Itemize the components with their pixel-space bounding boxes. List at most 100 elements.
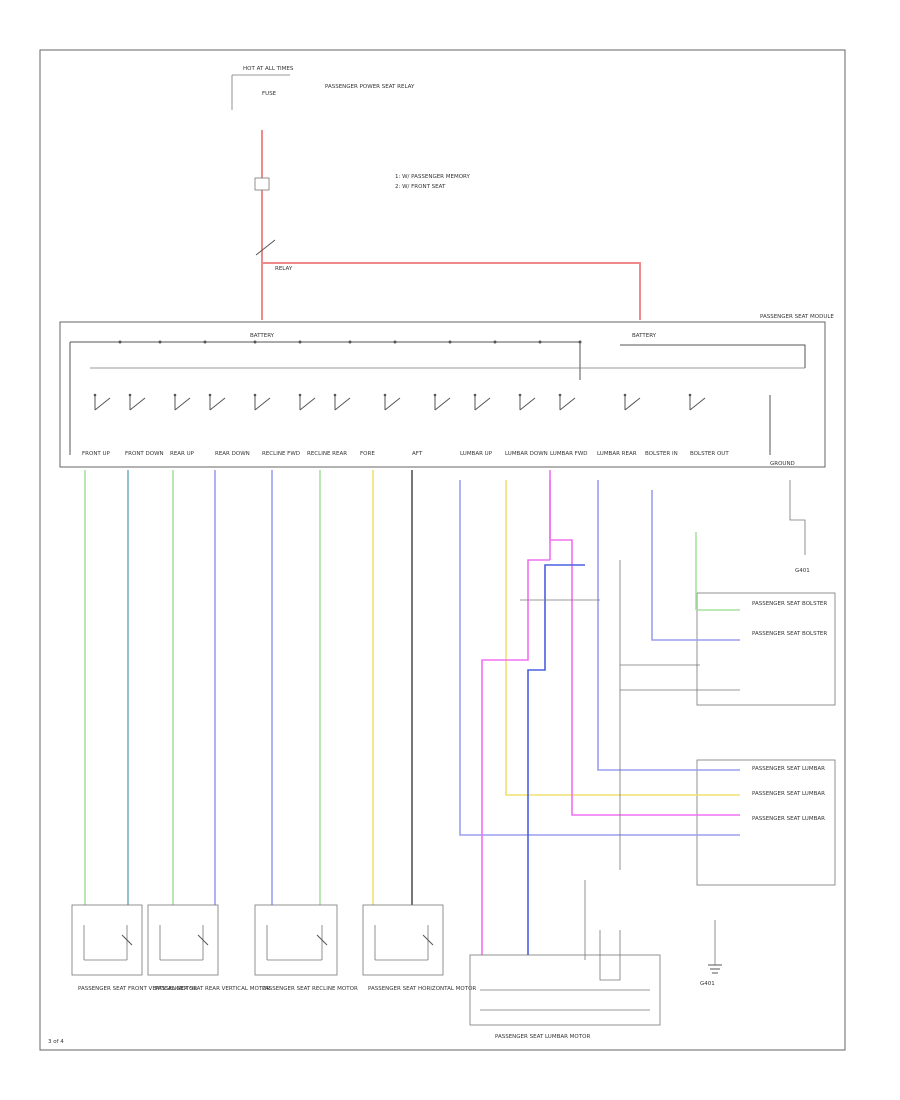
switch-node-6 (298, 393, 302, 397)
switch-contact-8 (384, 395, 401, 411)
switch-node-1 (93, 393, 97, 397)
motor-switch-4 (422, 934, 434, 946)
motor-group: PASSENGER SEAT FRONT VERTICAL MOTORPASSE… (71, 904, 590, 1040)
switch-label-3: REAR UP (170, 451, 195, 457)
lumbar-motor-box (469, 954, 661, 1026)
right-box-label-3: PASSENGER SEAT LUMBAR (752, 766, 825, 772)
switch-node-13 (623, 393, 627, 397)
switch-contact-9 (434, 395, 451, 411)
switch-label-6: RECLINE REAR (307, 451, 347, 457)
switch-label-group: FRONT UP FRONT DOWN REAR UP REAR DOWN RECLIN… (82, 451, 729, 457)
wire-lumbar-motor-darkblue (527, 564, 585, 955)
wire-lumbar-motor-pink (481, 559, 550, 955)
black-wires-right (619, 560, 740, 870)
wire-lumbar-up-violet (459, 480, 740, 836)
motor-label-2: PASSENGER SEAT REAR VERTICAL MOTOR (155, 986, 270, 992)
right-box-label-1: PASSENGER SEAT BOLSTER (752, 601, 827, 607)
switch-node-11 (518, 393, 522, 397)
bus-node-6 (348, 340, 352, 344)
switch-label-10: LUMBAR DOWN (505, 451, 548, 457)
motor-box-4 (362, 904, 444, 976)
motor-winding-1 (83, 925, 128, 961)
fuse-symbol (254, 177, 270, 191)
switch-contact-1 (94, 395, 111, 411)
switch-label-12: LUMBAR REAR (597, 451, 637, 457)
motor-switch-2 (197, 934, 209, 946)
ground-wire-right (789, 480, 806, 555)
switch-contact-4 (209, 395, 226, 411)
switch-label-1: FRONT UP (82, 451, 111, 457)
switch-node-3 (173, 393, 177, 397)
switch-node-8 (383, 393, 387, 397)
switch-node-7 (333, 393, 337, 397)
power-wire-horizontal (262, 262, 641, 320)
relay-switch-symbol (255, 239, 276, 256)
ground-note-2: G401 (700, 981, 715, 987)
wire-lumbar-fwd-pink (549, 480, 740, 816)
fuse-label: FUSE (262, 91, 277, 97)
switch-label-7: FORE (360, 451, 375, 457)
switch-node-2 (128, 393, 132, 397)
ground-label: GROUND (770, 461, 795, 467)
module-title: PASSENGER SEAT MODULE (760, 314, 834, 320)
motor-switch-3 (316, 934, 328, 946)
diagram-frame (39, 49, 846, 1051)
switch-node-14 (688, 393, 692, 397)
switch-node-10 (473, 393, 477, 397)
seat-module-box (59, 321, 826, 468)
footer-label: 3 of 4 (48, 1039, 64, 1045)
switch-node-12 (558, 393, 562, 397)
switch-node-5 (253, 393, 257, 397)
top-source-label: HOT AT ALL TIMES (243, 66, 294, 72)
motor-switch-1 (121, 934, 133, 946)
legend-2: 2: W/ FRONT SEAT (395, 184, 446, 190)
bus-node-4 (253, 340, 257, 344)
switch-contact-10 (474, 395, 491, 411)
switch-contact-3 (174, 395, 191, 411)
switch-label-4: REAR DOWN (215, 451, 250, 457)
legend-1: 1: W/ PASSENGER MEMORY (395, 174, 471, 180)
motor-label-4: PASSENGER SEAT HORIZONTAL MOTOR (368, 986, 476, 992)
switch-contact-12 (559, 395, 576, 411)
switch-node-4 (208, 393, 212, 397)
battery-label-2: BATTERY (632, 333, 657, 339)
ground-symbol-lower (708, 964, 722, 974)
switch-contact-6 (299, 395, 316, 411)
motor-box-3 (254, 904, 338, 976)
bus-node-3 (203, 340, 207, 344)
switch-contact-13 (624, 395, 641, 411)
motor-winding-2 (159, 925, 204, 961)
bus-node-9 (493, 340, 497, 344)
wire-lumbar-rear-violet (597, 480, 740, 771)
bus-node-2 (158, 340, 162, 344)
switch-label-13: BOLSTER IN (645, 451, 678, 457)
ground-note-1: G401 (795, 568, 810, 574)
bus-node-10 (538, 340, 542, 344)
motor-box-1 (71, 904, 143, 976)
motor-winding-3 (266, 925, 323, 961)
fuse-note-label: PASSENGER POWER SEAT RELAY (325, 84, 415, 90)
switch-label-14: BOLSTER OUT (690, 451, 729, 457)
lumbar-motor-internal (480, 989, 650, 1011)
wire-bolster-in-violet (651, 490, 740, 641)
motor-winding-4 (374, 925, 429, 961)
switch-group (93, 340, 706, 411)
switch-label-5: RECLINE FWD (262, 451, 300, 457)
switch-contact-2 (129, 395, 146, 411)
bus-node-11 (578, 340, 582, 344)
right-connector-box-1 (696, 592, 836, 706)
wire-lumbar-down-yellow (505, 480, 740, 796)
switch-node-9 (433, 393, 437, 397)
switch-contact-7 (334, 395, 351, 411)
switch-contact-11 (519, 395, 536, 411)
bus-node-7 (393, 340, 397, 344)
right-box-label-4: PASSENGER SEAT LUMBAR (752, 791, 825, 797)
switch-label-11: LUMBAR FWD (550, 451, 588, 457)
internal-bus-right (620, 344, 806, 368)
switch-label-2: FRONT DOWN (125, 451, 164, 457)
switch-label-8: AFT (412, 451, 423, 457)
bus-node-5 (298, 340, 302, 344)
motor-label-5: PASSENGER SEAT LUMBAR MOTOR (495, 1034, 590, 1040)
motor-box-2 (147, 904, 219, 976)
